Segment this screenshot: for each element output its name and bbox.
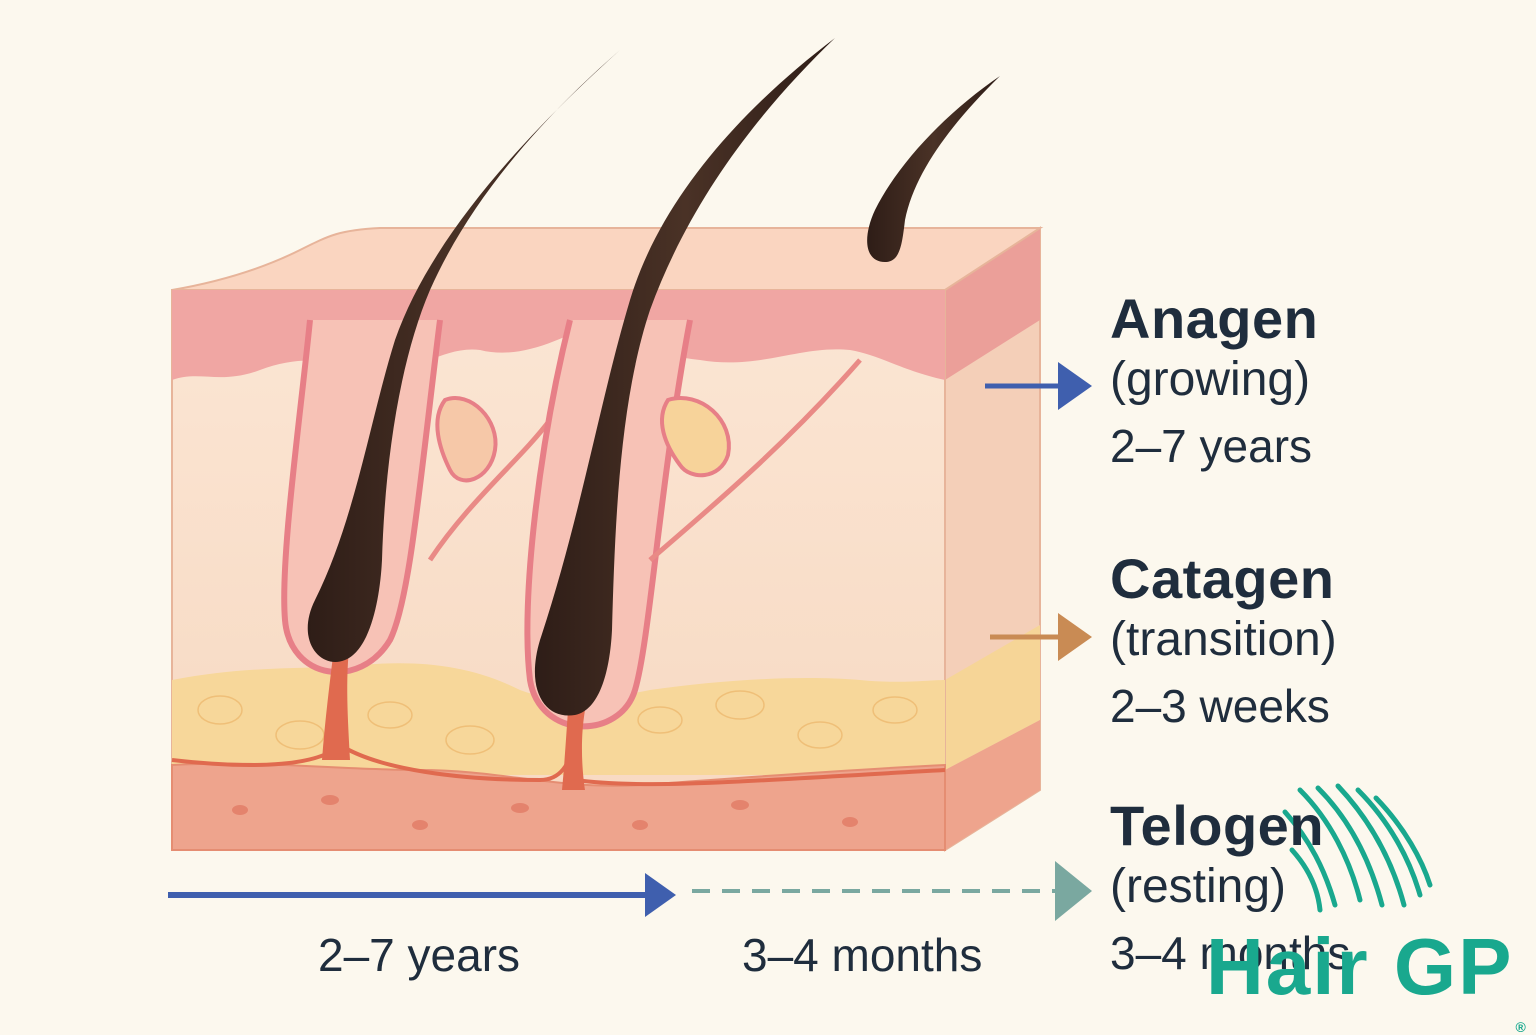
skin-surface-top [171,227,1044,291]
timeline-label-growing: 2–7 years [318,929,521,981]
sebaceous-gland-2 [660,396,731,478]
timeline-dashed-arrow [692,861,1092,921]
phase-catagen: Catagen (transition) 2–3 weeks [1110,548,1337,742]
registered-mark: ® [1515,1019,1528,1035]
logo-stripes-icon [1282,783,1433,913]
phase-name-anagen: Anagen [1110,287,1319,350]
side-muscle-band [945,720,1040,850]
phase-desc-anagen: (growing) [1110,353,1311,406]
phase-duration-catagen: 2–3 weeks [1110,680,1330,732]
papilla-1 [322,640,350,760]
brand-logo: Hair GP® [1206,922,1528,1035]
phase-name-catagen: Catagen [1110,547,1335,610]
side-fat-band [945,625,1040,770]
phase-duration-telogen: 3–4 months [1110,927,1351,979]
timeline-label-resting: 3–4 months [742,929,983,981]
phase-telogen: Telogen (resting) 3–4 months [1110,795,1350,989]
phase-anagen: Anagen (growing) 2–7 years [1110,288,1318,482]
phase-desc-catagen: (transition) [1110,613,1337,666]
phase-duration-anagen: 2–7 years [1110,420,1313,472]
hair-shaft-3 [867,76,1000,262]
anagen-arrow [985,362,1092,410]
papilla-2 [562,710,585,790]
catagen-arrow [990,613,1092,661]
side-epidermis-band [945,228,1040,380]
timeline-solid-arrow [168,873,676,917]
hair-shaft-2 [534,38,835,716]
fat-cells [197,690,918,755]
deep-layer-dots [232,795,858,830]
arrector-muscle-1 [427,418,552,562]
sebaceous-gland-1 [435,396,498,483]
brand-logo-text: Hair GP [1206,922,1514,1011]
hair-shaft-1 [307,50,620,662]
phase-desc-telogen: (resting) [1110,860,1287,913]
phase-name-telogen: Telogen [1110,794,1325,857]
arrector-muscle-2 [648,358,862,562]
